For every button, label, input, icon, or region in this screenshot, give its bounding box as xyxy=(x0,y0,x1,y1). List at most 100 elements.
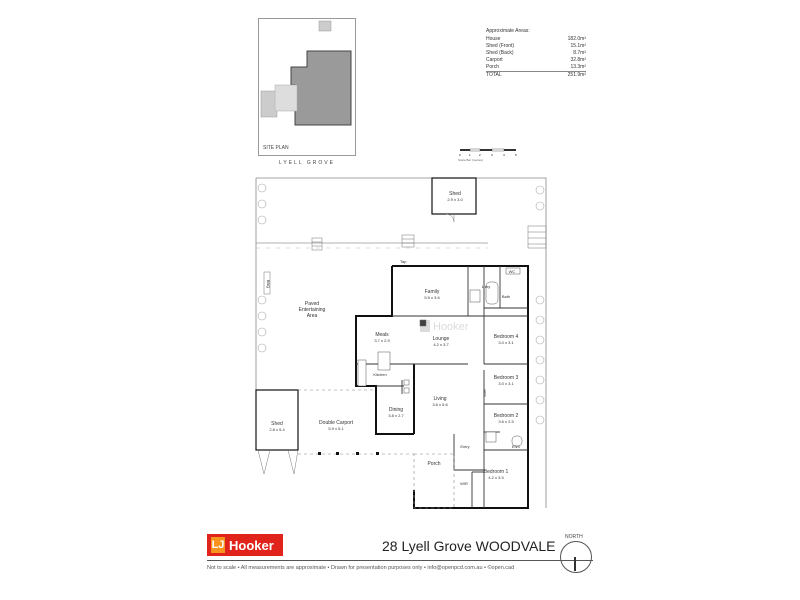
scale-tick: 0 xyxy=(459,153,461,157)
room-shed-front-name: Shed xyxy=(271,421,283,427)
site-plan-box xyxy=(258,18,356,156)
areas-row: Porch 13.3m² xyxy=(486,64,586,71)
site-house-shape xyxy=(290,50,352,126)
scale-tick: 2 xyxy=(479,153,481,157)
area-value: 182.0m² xyxy=(567,36,586,42)
north-arrow-icon xyxy=(574,557,576,571)
room-ldry-name: L'dry xyxy=(482,284,491,289)
room-lounge-dims: 4.2 x 3.7 xyxy=(433,342,449,347)
room-lounge-name: Lounge xyxy=(433,336,450,342)
carport-posts xyxy=(318,452,379,455)
area-name: Porch xyxy=(486,64,500,70)
paved-label-2: Entertaining xyxy=(299,307,326,313)
watermark: Hooker xyxy=(420,320,469,333)
areas-table: Approximate Areas: House 182.0m² Shed (Fr… xyxy=(486,28,586,79)
interior-walls xyxy=(356,266,528,508)
area-value: 32.8m² xyxy=(570,57,586,63)
door-swing xyxy=(445,213,455,223)
room-carport-dims: 5.9 x 5.1 xyxy=(328,426,344,431)
area-value: 8.7m² xyxy=(573,50,586,56)
scale-bar: 0 1 2 3 4 5 xyxy=(459,148,517,157)
room-family-dims: 5.5 x 3.6 xyxy=(424,295,440,300)
area-value: 251.9m² xyxy=(567,72,586,78)
room-dining-dims: 3.8 x 2.7 xyxy=(388,413,404,418)
shed-front-outline xyxy=(255,389,299,451)
room-bed4-dims: 3.0 x 3.1 xyxy=(498,340,514,345)
property-address: 28 Lyell Grove WOODVALE xyxy=(382,538,556,554)
boundary-line xyxy=(256,177,547,508)
watermark-text: Hooker xyxy=(433,321,469,333)
area-name: Carport xyxy=(486,57,503,63)
site-plan-drawing xyxy=(260,20,352,126)
paved-label-3: Area xyxy=(307,313,318,319)
room-shed-back-dims: 2.9 x 3.0 xyxy=(447,197,463,202)
door-swing xyxy=(257,449,271,475)
room-wc-name: WC xyxy=(509,269,516,274)
room-ens-name: ENS xyxy=(512,444,521,449)
footer-disclaimer: Not to scale • All measurements are appr… xyxy=(207,565,515,571)
fixtures xyxy=(357,267,523,447)
areas-row: Shed (Back) 8.7m² xyxy=(486,50,586,57)
areas-title: Approximate Areas: xyxy=(486,28,530,34)
street-label: LYELL GROVE xyxy=(279,160,335,166)
room-bed2-name: Bedroom 2 xyxy=(494,413,519,419)
area-value: 13.3m² xyxy=(570,64,586,70)
door-swing xyxy=(287,449,299,475)
logo-text: Hooker xyxy=(229,537,274,553)
garden-trees xyxy=(257,183,545,425)
scale-tick: 1 xyxy=(469,153,471,157)
site-front-shape xyxy=(274,84,298,112)
north-label: NORTH xyxy=(565,534,583,540)
room-meals-dims: 3.7 x 2.9 xyxy=(374,338,390,343)
room-porch-name: Porch xyxy=(427,461,440,467)
carport-outline xyxy=(298,389,414,455)
room-shed-back-name: Shed xyxy=(449,191,461,197)
room-living-name: Living xyxy=(433,396,446,402)
paved-label-1: Paved xyxy=(305,301,319,307)
room-kitchen-name: Kitchen xyxy=(373,372,386,377)
shed-back-outline xyxy=(431,177,477,215)
logo-mark: LJ xyxy=(211,537,225,553)
room-bath-name: Bath xyxy=(502,294,510,299)
scale-tick: 5 xyxy=(515,153,517,157)
area-value: 15.1m² xyxy=(570,43,586,49)
area-name: Shed (Front) xyxy=(486,43,515,49)
room-wir-small-name: WIR xyxy=(482,389,487,397)
room-family-name: Family xyxy=(425,289,440,295)
bbq-label: BBQ xyxy=(266,280,271,288)
bbq-unit xyxy=(263,271,271,295)
footer-divider xyxy=(207,560,593,561)
area-name: Shed (Back) xyxy=(486,50,514,56)
lj-hooker-logo: LJ Hooker xyxy=(207,534,283,556)
room-shed-front-dims: 2.8 x 5.4 xyxy=(269,427,285,432)
room-bed4-name: Bedroom 4 xyxy=(494,334,519,340)
site-plan-label: SITE PLAN xyxy=(263,145,289,151)
scale-label: Scale Bar (metres) xyxy=(458,158,484,162)
floor-plan: Shed 2.9 x 3.0 BBQ Paved Entertaining Ar… xyxy=(255,177,547,509)
areas-row: Shed (Front) 15.1m² xyxy=(486,43,586,50)
area-name: House xyxy=(486,36,501,42)
area-name: TOTAL xyxy=(486,72,502,78)
room-bed3-name: Bedroom 3 xyxy=(494,375,519,381)
scale-tick: 3 xyxy=(491,153,493,157)
areas-row: House 182.0m² xyxy=(486,36,586,43)
tap-label: Tap xyxy=(400,259,407,264)
room-bed2-dims: 3.6 x 2.5 xyxy=(498,419,514,424)
room-meals-name: Meals xyxy=(375,332,389,338)
porch-outline xyxy=(413,453,455,509)
north-compass-icon xyxy=(560,541,592,573)
room-dining-name: Dining xyxy=(389,407,403,413)
site-shed-shape xyxy=(318,20,332,32)
areas-row-total: TOTAL 251.9m² xyxy=(486,71,586,79)
steps xyxy=(311,225,547,251)
room-carport-name: Double Carport xyxy=(319,420,354,426)
site-carport-shape xyxy=(260,90,278,118)
scale-tick: 4 xyxy=(503,153,505,157)
room-wir-name: WIR xyxy=(460,481,468,486)
areas-row: Carport 32.8m² xyxy=(486,57,586,64)
room-bed1-name: Bedroom 1 xyxy=(484,469,509,475)
room-living-dims: 3.6 x 5.6 xyxy=(432,402,448,407)
room-bed3-dims: 3.0 x 3.1 xyxy=(498,381,514,386)
room-bed1-dims: 4.2 x 3.5 xyxy=(488,475,504,480)
room-entry-name: Entry xyxy=(460,444,469,449)
